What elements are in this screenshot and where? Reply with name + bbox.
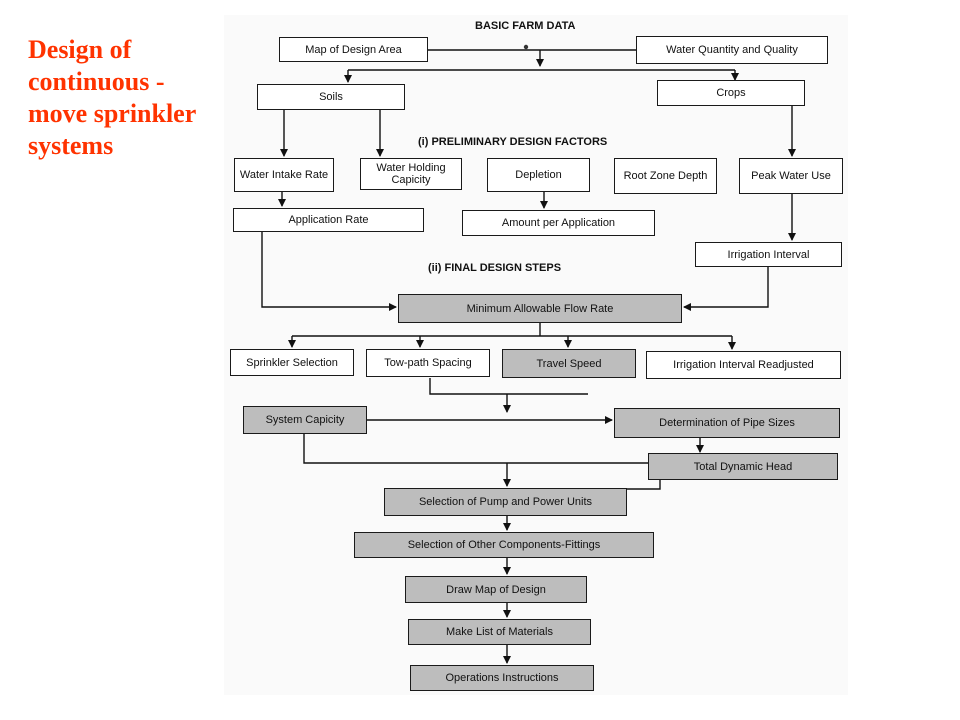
box-draw-map-of-design: Draw Map of Design <box>405 576 587 603</box>
box-make-list-of-materials: Make List of Materials <box>408 619 591 645</box>
box-sprinkler-selection: Sprinkler Selection <box>230 349 354 376</box>
box-determination-of-pipe-sizes: Determination of Pipe Sizes <box>614 408 840 438</box>
box-total-dynamic-head: Total Dynamic Head <box>648 453 838 480</box>
box-water-quantity-quality: Water Quantity and Quality <box>636 36 828 64</box>
page-title: Design of continuous - move sprinkler sy… <box>28 35 196 160</box>
box-depletion: Depletion <box>487 158 590 192</box>
box-irrigation-interval-readjusted: Irrigation Interval Readjusted <box>646 351 841 379</box>
box-peak-water-use: Peak Water Use <box>739 158 843 194</box>
header-final-design-steps: (ii) FINAL DESIGN STEPS <box>428 262 562 274</box>
box-minimum-allowable-flow-rate: Minimum Allowable Flow Rate <box>398 294 682 323</box>
box-travel-speed: Travel Speed <box>502 349 636 378</box>
box-water-intake-rate: Water Intake Rate <box>234 158 334 192</box>
box-map-of-design-area: Map of Design Area <box>279 37 428 62</box>
header-preliminary-design-factors: (i) PRELIMINARY DESIGN FACTORS <box>418 136 608 148</box>
box-application-rate: Application Rate <box>233 208 424 232</box>
box-soils: Soils <box>257 84 405 110</box>
box-system-capacity: System Capicity <box>243 406 367 434</box>
box-amount-per-application: Amount per Application <box>462 210 655 236</box>
box-root-zone-depth: Root Zone Depth <box>614 158 717 194</box>
box-selection-of-other-components: Selection of Other Components-Fittings <box>354 532 654 558</box>
box-tow-path-spacing: Tow-path Spacing <box>366 349 490 377</box>
box-operations-instructions: Operations Instructions <box>410 665 594 691</box>
header-basic-farm-data: BASIC FARM DATA <box>475 20 576 32</box>
box-irrigation-interval: Irrigation Interval <box>695 242 842 267</box>
box-crops: Crops <box>657 80 805 106</box>
box-selection-of-pump-and-power-units: Selection of Pump and Power Units <box>384 488 627 516</box>
box-water-holding-capacity: Water Holding Capicity <box>360 158 462 190</box>
